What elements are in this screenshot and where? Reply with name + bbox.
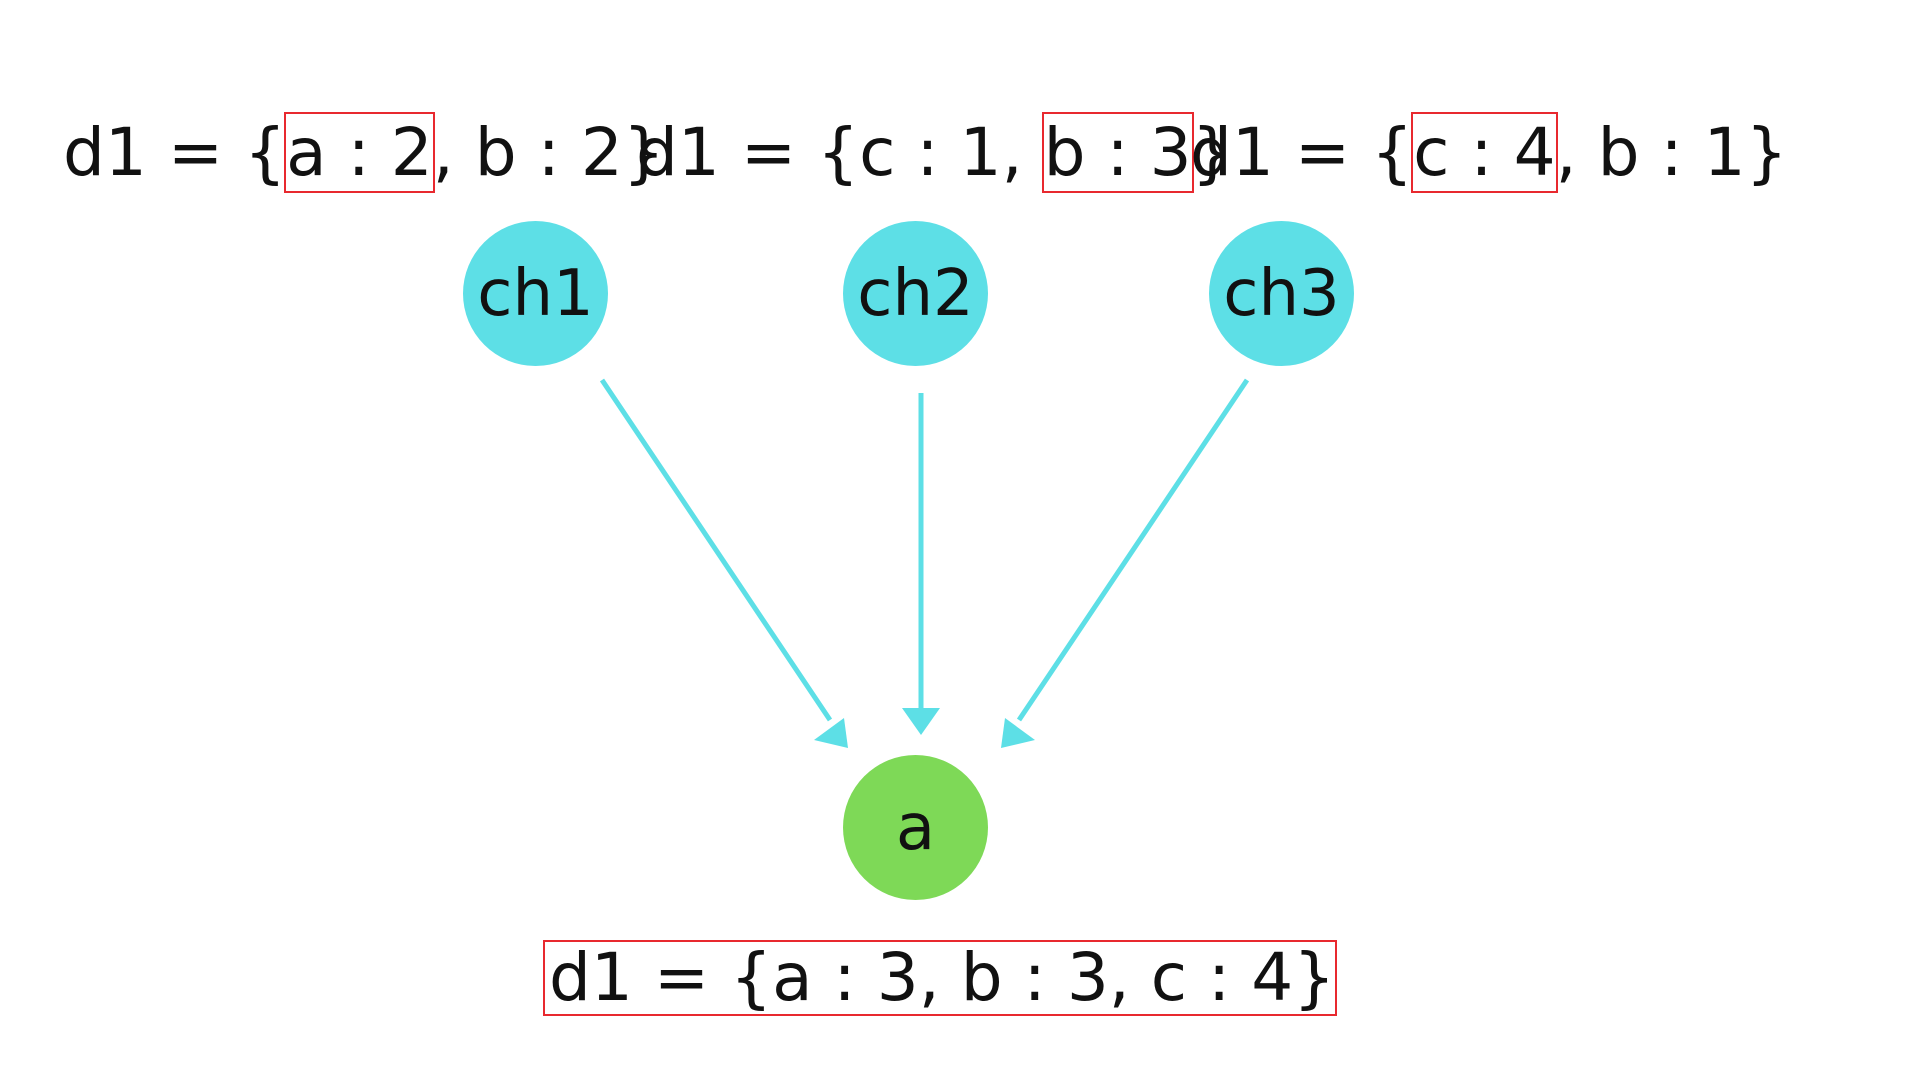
dict-label-ch2: d1 = {c : 1, b : 3}	[636, 112, 1234, 193]
dict-highlight: c : 4	[1411, 112, 1558, 193]
node-ch3: ch3	[1209, 221, 1354, 366]
dict-prefix: d1 = {	[1190, 114, 1414, 191]
dict-highlight: a : 2	[284, 112, 435, 193]
dict-label-result: d1 = {a : 3, b : 3, c : 4}	[543, 940, 1338, 1016]
dict-label-ch3: d1 = {c : 4, b : 1}	[1190, 112, 1788, 193]
node-label: ch3	[1223, 256, 1340, 331]
node-label: a	[895, 790, 936, 865]
node-label: ch2	[857, 256, 974, 331]
dict-suffix: , b : 2}	[432, 114, 665, 191]
node-ch2: ch2	[843, 221, 988, 366]
dict-highlight: b : 3	[1041, 112, 1194, 193]
dict-suffix: }	[1191, 114, 1234, 191]
dict-prefix: d1 = {	[63, 114, 287, 191]
node-a: a	[843, 755, 988, 900]
edge-ch1-to-a	[599, 378, 833, 722]
arrowhead-ch2	[902, 708, 940, 735]
dict-suffix: , b : 1}	[1555, 114, 1788, 191]
node-label: ch1	[477, 256, 594, 331]
node-ch1: ch1	[463, 221, 608, 366]
dict-label-ch1: d1 = {a : 2, b : 2}	[63, 112, 665, 193]
arrowhead-ch3	[1001, 718, 1035, 748]
dict-prefix: d1 = {c : 1,	[636, 114, 1044, 191]
edge-ch3-to-a	[1016, 378, 1250, 722]
arrowhead-ch1	[814, 718, 848, 748]
